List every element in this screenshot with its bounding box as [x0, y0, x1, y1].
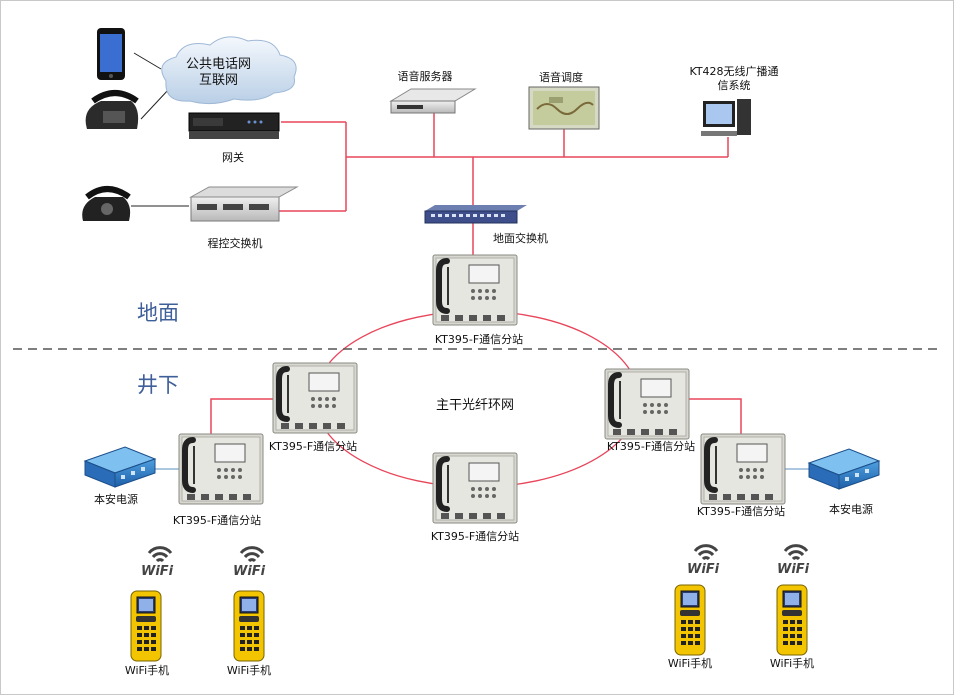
gateway-device-icon — [188, 112, 280, 139]
wifi-logo-icon-4 — [783, 544, 809, 561]
wifi-text-2: WiFi — [233, 564, 266, 579]
station-right-icon — [605, 369, 689, 439]
station-left-label: KT395-F通信分站 — [268, 440, 358, 453]
link-left-branch — [210, 398, 273, 434]
cloud-label-line2: 互联网 — [199, 73, 239, 88]
wifi-phone-icon-2 — [233, 590, 265, 662]
ring-label: 主干光纤环网 — [435, 398, 515, 413]
phone-lines — [131, 52, 809, 470]
station-bottom-label: KT395-F通信分站 — [430, 530, 520, 543]
zone-surface-label: 地面 — [137, 301, 179, 325]
wifi-phone-icon-1 — [130, 590, 162, 662]
wifi-logo-icon-1 — [147, 546, 173, 563]
voice-dispatch-screen-icon — [528, 86, 600, 130]
wifi-phone-label-4: WiFi手机 — [769, 657, 815, 670]
station-far-right-icon — [701, 434, 785, 504]
power-right-label: 本安电源 — [829, 503, 873, 516]
voice-server-label: 语音服务器 — [397, 70, 453, 83]
desk-phone-icon — [85, 90, 139, 129]
wifi-phone-icon-4 — [776, 584, 808, 656]
pbx-device-icon — [189, 186, 299, 222]
wifi-phone-label-3: WiFi手机 — [667, 657, 713, 670]
station-top-label: KT395-F通信分站 — [434, 333, 524, 346]
station-far-left-label: KT395-F通信分站 — [172, 514, 262, 527]
power-supply-left-icon — [84, 446, 156, 488]
desk-phone-icon-2 — [82, 186, 131, 221]
kt428-label-line1: KT428无线广播通 — [689, 65, 779, 78]
station-bottom-icon — [433, 453, 517, 523]
ground-switch-icon — [424, 205, 527, 224]
wifi-text-1: WiFi — [141, 564, 174, 579]
cloud-label-line1: 公共电话网 — [186, 57, 252, 72]
wifi-logo-icon-2 — [239, 546, 265, 563]
station-top-icon — [433, 255, 517, 325]
voice-dispatch-label: 语音调度 — [539, 71, 583, 84]
wifi-text-3: WiFi — [687, 562, 720, 577]
station-left-icon — [273, 363, 357, 433]
zone-underground-label: 井下 — [137, 373, 179, 397]
station-right-label: KT395-F通信分站 — [606, 440, 696, 453]
smartphone-icon — [97, 28, 125, 80]
connection-lines — [210, 111, 742, 434]
wifi-phone-label-2: WiFi手机 — [226, 664, 272, 677]
wifi-text-4: WiFi — [777, 562, 810, 577]
power-left-label: 本安电源 — [94, 493, 138, 506]
cloud-icon — [161, 36, 297, 105]
power-supply-right-icon — [808, 448, 880, 490]
wifi-phone-icon-3 — [674, 584, 706, 656]
ground-switch-label: 地面交换机 — [493, 232, 548, 245]
station-far-right-label: KT395-F通信分站 — [696, 505, 786, 518]
cloud-label: 公共电话网 互联网 — [186, 57, 251, 89]
wifi-logo-icon-3 — [693, 544, 719, 561]
kt428-computer-icon — [701, 99, 751, 136]
station-far-left-icon — [179, 434, 263, 504]
kt428-label-line2: 信系统 — [717, 79, 751, 92]
voice-server-icon — [389, 88, 477, 114]
gateway-label: 网关 — [222, 151, 244, 164]
pbx-label: 程控交换机 — [207, 237, 263, 250]
link-right-branch — [687, 398, 742, 434]
wifi-phone-label-1: WiFi手机 — [124, 664, 170, 677]
kt428-label: KT428无线广播通 信系统 — [689, 65, 778, 93]
